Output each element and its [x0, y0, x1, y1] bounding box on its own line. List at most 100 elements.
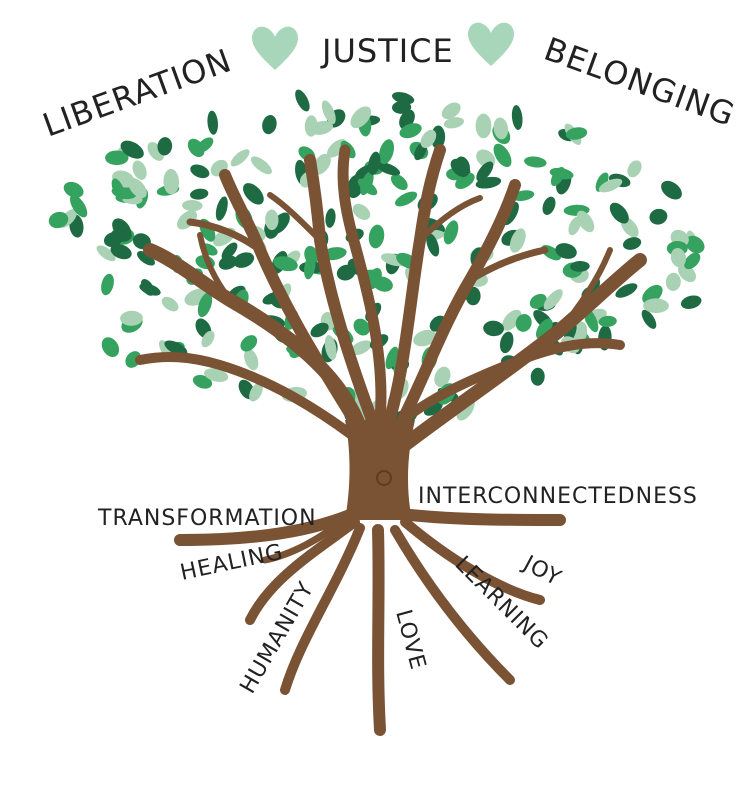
leaf — [48, 211, 69, 229]
leaf — [137, 251, 155, 266]
leaf — [368, 224, 385, 249]
leaf — [321, 100, 336, 125]
leaf — [509, 228, 526, 253]
leaf — [493, 117, 509, 140]
leaf — [378, 139, 395, 165]
word-joy: JOY — [517, 550, 565, 591]
word-justice: JUSTICE — [320, 32, 454, 70]
leaf — [665, 272, 681, 291]
leaf — [501, 309, 522, 331]
leaf — [139, 283, 161, 296]
leaf — [69, 194, 88, 218]
leaf — [182, 199, 203, 212]
tree-trunk — [345, 420, 415, 520]
word-love: LOVE — [390, 607, 430, 673]
leaf — [643, 298, 669, 314]
leaf — [244, 348, 259, 371]
word-liberation: LIBERATION — [38, 41, 237, 144]
leaf — [420, 129, 437, 149]
trunk-knot — [376, 470, 392, 486]
leaf — [353, 318, 370, 336]
leaf — [157, 137, 173, 156]
leaf — [324, 334, 337, 361]
leaf — [434, 366, 451, 388]
leaf — [304, 254, 316, 280]
leaf — [101, 273, 114, 296]
leaf — [530, 367, 545, 386]
leaf — [360, 171, 374, 196]
leaf — [443, 117, 464, 129]
leaf — [678, 264, 696, 283]
leaf — [120, 310, 143, 326]
leaf — [201, 330, 215, 348]
leaf — [385, 346, 399, 370]
leaf — [132, 160, 147, 180]
leaf — [196, 137, 214, 153]
leaf — [391, 92, 415, 105]
leaf — [249, 382, 263, 402]
leaf — [568, 216, 581, 236]
word-healing: HEALING — [178, 540, 286, 586]
leaf — [661, 180, 682, 200]
leaf — [543, 289, 563, 310]
leaf — [101, 337, 120, 357]
leaf — [609, 202, 629, 224]
leaf — [399, 123, 422, 139]
leaf — [680, 295, 702, 309]
leaf — [190, 164, 210, 179]
leaf — [565, 127, 588, 140]
leaf — [63, 181, 84, 198]
heart-icon — [468, 22, 514, 66]
leaf — [455, 172, 475, 189]
leaf — [96, 245, 116, 262]
word-transformation: TRANSFORMATION — [97, 506, 317, 531]
leaf — [204, 368, 229, 382]
leaf — [310, 322, 329, 338]
tree-branches — [135, 144, 647, 467]
leaf — [641, 309, 657, 329]
leaf — [476, 161, 494, 182]
leaf — [325, 208, 336, 228]
tree-roots — [174, 509, 566, 736]
leaf — [295, 89, 310, 112]
leaf — [243, 183, 264, 205]
leaf — [529, 293, 547, 309]
leaf — [550, 166, 565, 187]
leaf — [310, 120, 334, 135]
leaf — [535, 318, 553, 340]
leaf — [352, 203, 371, 220]
leaf — [515, 313, 532, 332]
leaf — [524, 156, 547, 168]
leaf — [649, 208, 668, 225]
leaf — [161, 296, 179, 312]
leaf — [270, 212, 290, 234]
leaf — [350, 340, 372, 356]
leaf — [622, 237, 642, 250]
leaf — [511, 105, 523, 130]
leaf — [230, 149, 250, 167]
heart-icon — [252, 26, 298, 70]
leaf — [192, 374, 213, 389]
word-interconnectedness: INTERCONNECTEDNESS — [418, 484, 698, 509]
leaf — [111, 178, 125, 200]
word-belonging: BELONGING — [539, 30, 740, 134]
leaf — [684, 252, 701, 270]
leaf — [413, 329, 437, 347]
leaf — [493, 143, 512, 168]
leaf — [499, 331, 514, 354]
leaf — [265, 209, 279, 231]
leaf — [390, 174, 408, 191]
leaf — [598, 315, 617, 327]
leaf — [218, 255, 238, 270]
leaf — [350, 106, 372, 129]
leaf — [483, 320, 504, 337]
leaf — [595, 172, 609, 192]
leaf — [576, 210, 595, 233]
leaf — [368, 151, 381, 175]
leaf — [443, 220, 459, 245]
leaf — [542, 196, 556, 215]
leaf — [426, 233, 440, 257]
leaf — [685, 235, 705, 254]
leaf — [105, 150, 129, 166]
